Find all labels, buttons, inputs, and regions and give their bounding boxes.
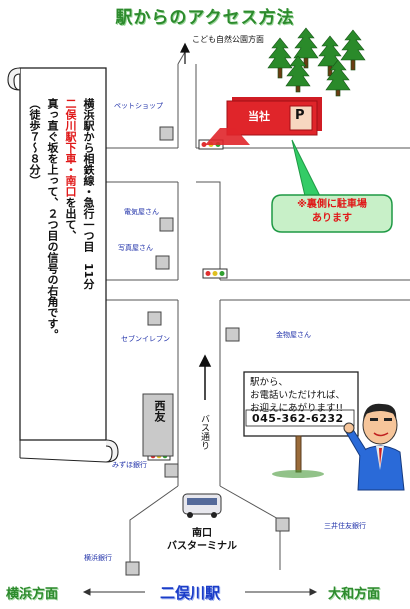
callout-line1: ※裏側に駐車場	[297, 199, 367, 210]
trees	[267, 27, 366, 97]
mizuho-bank-label: みずほ銀行	[112, 461, 147, 469]
bus-terminal-label: 南口 バスターミナル	[162, 527, 242, 553]
traffic-light-2	[202, 268, 228, 279]
parking-mark: P	[295, 108, 305, 123]
parking-callout-text: ※裏側に駐車場 あります	[272, 198, 392, 226]
bus-icon	[182, 493, 222, 518]
directions-line4: （徒歩７～８分）	[28, 98, 41, 186]
hardware-shop-label: 金物屋さん	[276, 331, 311, 339]
sign-line2: お電話いただければ、	[250, 390, 346, 401]
electric-shop-label: 電気屋さん	[124, 208, 159, 216]
yokohama-direction: 横浜方面	[6, 587, 59, 602]
directions-line3: 真っ直ぐ坂を上って、２つ目の信号の右角です。	[46, 98, 59, 340]
photo-shop-label: 写真屋さん	[118, 244, 153, 252]
sumitomo-bank-label: 三井住友銀行	[324, 522, 366, 530]
yokohama-bank-label: 横浜銀行	[84, 554, 112, 562]
directions-scroll	[7, 67, 119, 463]
directions-exit: 二俣川駅下車・南口	[64, 98, 77, 197]
pet-shop-label: ペットショップ	[114, 102, 163, 110]
yamato-direction: 大和方面	[328, 587, 381, 602]
directions-text: 横浜駅から相鉄線・急行一つ目 11分 二俣川駅下車・南口を出て、 真っ直ぐ坂を上…	[26, 98, 96, 426]
directions-line1: 横浜駅から相鉄線・急行一つ目 11分	[82, 98, 95, 290]
futamatagawa-station: 二俣川駅	[160, 584, 221, 602]
terminal-line2: バスターミナル	[167, 541, 237, 552]
parking-callout	[271, 139, 393, 233]
directions-line2: 二俣川駅下車・南口を出て、	[62, 98, 78, 426]
company-building	[205, 97, 322, 145]
nishi-building-label: 西友	[153, 400, 166, 422]
sign-line3: お迎えにあがります!!	[250, 403, 344, 414]
signboard-text: 駅から、 お電話いただければ、 お迎えにあがります!!	[250, 376, 345, 415]
phone-number[interactable]: 045-362-6232	[252, 412, 344, 425]
phone-signboard	[243, 371, 359, 478]
bus-street-label: バス通り	[199, 414, 209, 450]
staff-illustration	[343, 403, 405, 491]
callout-line2: あります	[312, 213, 352, 224]
seven-eleven-label: セブンイレブン	[121, 335, 170, 343]
company-label: 当社	[248, 110, 270, 123]
directions-line2-rest: を出て、	[64, 197, 77, 241]
park-direction-label: こども自然公園方面	[192, 35, 264, 44]
terminal-line1: 南口	[192, 528, 212, 539]
page-title: 駅からのアクセス方法	[115, 8, 295, 28]
sign-line1: 駅から、	[250, 377, 289, 388]
